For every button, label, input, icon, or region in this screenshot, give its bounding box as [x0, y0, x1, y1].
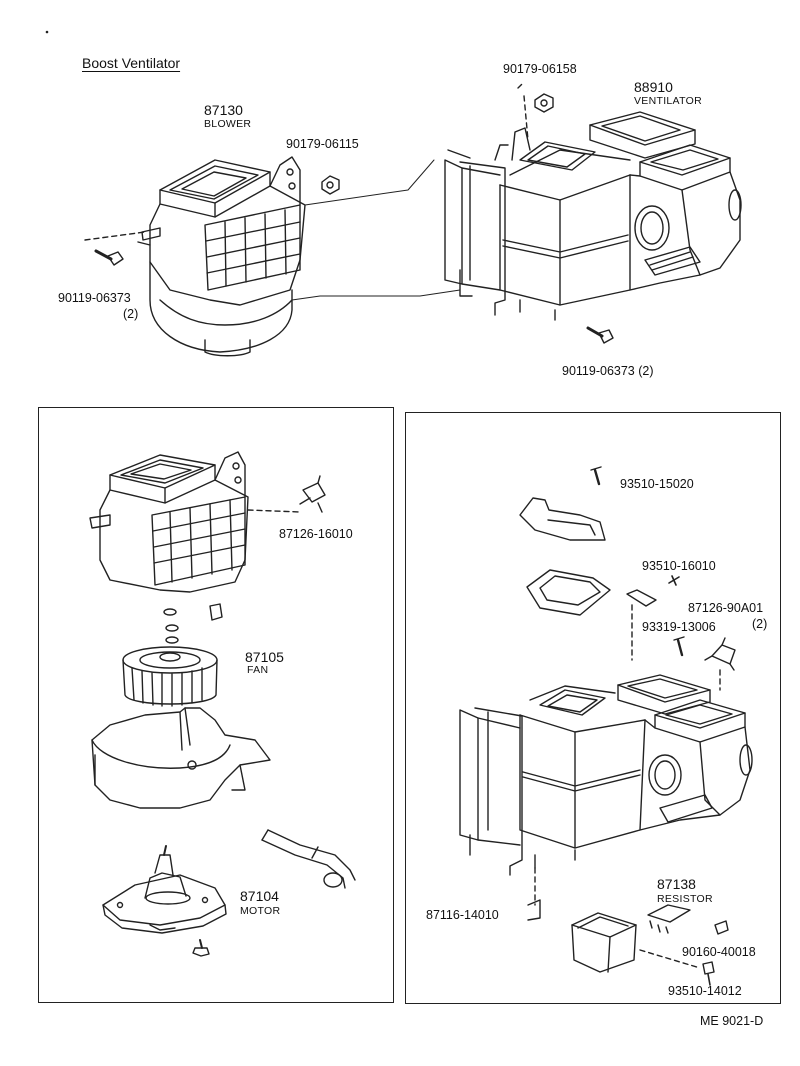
- label-nut-blower: 90179-06115: [286, 137, 359, 151]
- part-name-fan: FAN: [247, 664, 269, 676]
- ventilator-assembly-drawing: [444, 111, 742, 321]
- fan-drawing: [122, 646, 218, 707]
- part-name-blower: BLOWER: [204, 118, 252, 130]
- label-screw-c: 93319-13006: [642, 620, 716, 634]
- label-bolt-left: 90119-06373: [58, 291, 131, 305]
- label-clamp-right-qty: (2): [752, 617, 768, 631]
- part-name-ventilator: VENTILATOR: [634, 95, 702, 107]
- label-clamp-right: 87126-90A01: [688, 601, 764, 615]
- bolt-left-drawing: [94, 249, 124, 266]
- gasket-drawing: [526, 569, 611, 616]
- fan-case-drawing: [91, 707, 271, 809]
- part-number-87138: 87138: [657, 876, 696, 892]
- blower-housing-drawing: [89, 451, 301, 593]
- bracket-plate-drawing: [519, 497, 606, 541]
- motor-drawing: [102, 845, 227, 934]
- screw-e-drawing: [702, 961, 715, 986]
- label-clip: 87116-14010: [426, 908, 499, 922]
- label-screw-a: 93510-15020: [620, 477, 694, 491]
- screw-d-drawing: [714, 920, 729, 935]
- nut-top-drawing: [517, 83, 554, 141]
- resistor-cover-drawing: [571, 912, 637, 973]
- label-bolt-left-qty: (2): [123, 307, 139, 321]
- blower-assembly-drawing: [84, 156, 306, 357]
- diagram-code: ME 9021-D: [700, 1014, 764, 1028]
- part-number-87130: 87130: [204, 102, 243, 118]
- part-number-88910: 88910: [634, 79, 673, 95]
- screw-a-drawing: [590, 466, 602, 486]
- label-bolt-right: 90119-06373 (2): [562, 364, 654, 378]
- ventilator-components-frame: [405, 412, 781, 1004]
- washers-drawing: [163, 603, 223, 644]
- clamp-right-drawing: [704, 637, 736, 691]
- part-name-motor: MOTOR: [240, 905, 281, 917]
- label-screw-d: 90160-40018: [682, 945, 756, 959]
- label-screw-e: 93510-14012: [668, 984, 742, 998]
- plate-small-drawing: [626, 589, 657, 661]
- screw-c-drawing: [673, 636, 685, 657]
- part-name-resistor: RESISTOR: [657, 893, 713, 905]
- screw-motor-drawing: [192, 939, 210, 957]
- clamp-left-drawing: [299, 475, 326, 513]
- blower-components-frame: [38, 407, 394, 1003]
- label-clamp-left: 87126-16010: [279, 527, 353, 541]
- label-screw-b: 93510-16010: [642, 559, 716, 573]
- label-nut-top: 90179-06158: [503, 62, 577, 76]
- resistor-drawing: [639, 904, 701, 969]
- clip-drawing: [527, 899, 541, 921]
- diagram-title: Boost Ventilator: [82, 55, 181, 71]
- bolt-right-drawing: [586, 326, 614, 344]
- part-number-87105: 87105: [245, 649, 284, 665]
- screw-b-drawing: [668, 575, 680, 586]
- ventilator-body-drawing: [459, 674, 753, 906]
- hose-drawing: [261, 829, 356, 889]
- nut-blower-drawing: [321, 175, 340, 195]
- part-number-87104: 87104: [240, 888, 279, 904]
